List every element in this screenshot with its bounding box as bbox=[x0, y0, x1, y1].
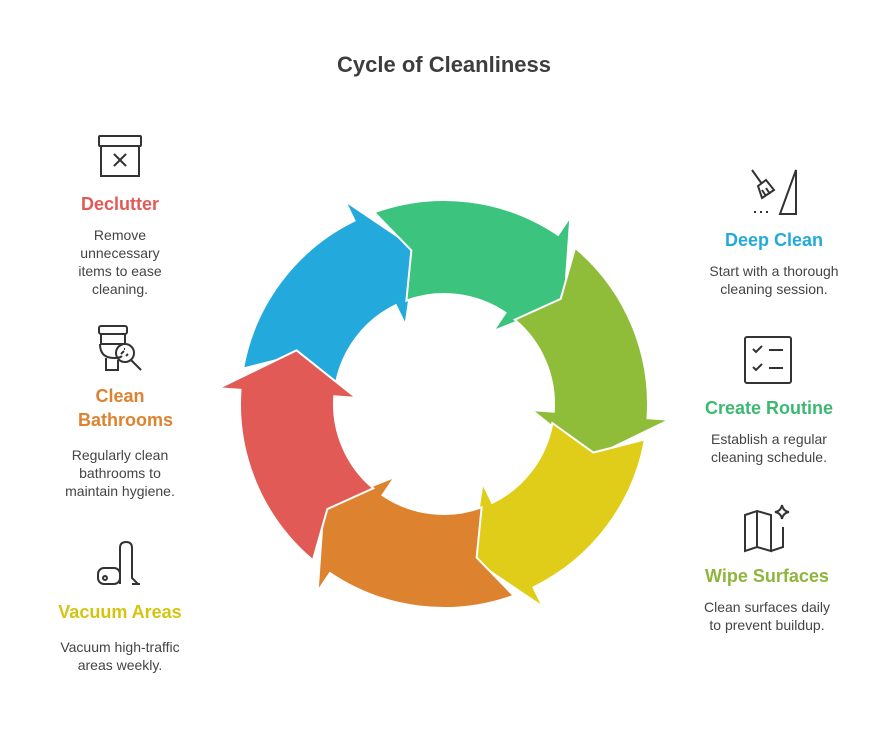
checklist-icon bbox=[744, 336, 792, 384]
vacuum-areas-desc: Vacuum high-traffic areas weekly. bbox=[60, 639, 180, 673]
toilet-icon bbox=[98, 325, 142, 371]
clean-bathrooms-label: Clean Bathrooms bbox=[78, 386, 174, 430]
step-wipe-surfaces: Wipe Surfaces Clean surfaces daily to pr… bbox=[690, 564, 844, 634]
step-declutter: Declutter Remove unnecessary items to ea… bbox=[40, 192, 200, 298]
step-deep-clean: Deep Clean Start with a thorough cleanin… bbox=[690, 228, 858, 298]
cycle-arrow-clean-bathrooms bbox=[316, 474, 516, 609]
wipe-surfaces-label: Wipe Surfaces bbox=[705, 566, 829, 586]
cycle-arrow-create-routine bbox=[372, 199, 572, 334]
declutter-desc: Remove unnecessary items to ease cleanin… bbox=[78, 227, 162, 297]
cycle-arrow-wipe-surfaces bbox=[512, 245, 674, 459]
wipe-surfaces-desc: Clean surfaces daily to prevent buildup. bbox=[703, 599, 831, 633]
create-routine-label: Create Routine bbox=[704, 398, 834, 418]
clean-bathrooms-desc: Regularly clean bathrooms to maintain hy… bbox=[65, 447, 175, 499]
diagram-title: Cycle of Cleanliness bbox=[337, 52, 551, 77]
cycle-arrow-declutter bbox=[214, 349, 376, 563]
step-create-routine: Create Routine Establish a regular clean… bbox=[690, 396, 848, 466]
sparkle-map-icon bbox=[744, 504, 790, 553]
deep-clean-desc: Start with a thorough cleaning session. bbox=[709, 263, 839, 297]
broom-icon bbox=[751, 169, 797, 215]
declutter-label: Declutter bbox=[80, 194, 160, 214]
step-vacuum-areas: Vacuum Areas Vacuum high-traffic areas w… bbox=[40, 600, 200, 674]
vacuum-icon bbox=[97, 540, 140, 585]
cycle-arrow-vacuum-areas bbox=[470, 421, 647, 611]
box-x-icon bbox=[98, 135, 142, 177]
deep-clean-label: Deep Clean bbox=[724, 230, 824, 250]
cycle-arrow-deep-clean bbox=[241, 197, 418, 387]
step-clean-bathrooms: Clean Bathrooms Regularly clean bathroom… bbox=[40, 384, 200, 500]
vacuum-areas-label: Vacuum Areas bbox=[58, 602, 182, 622]
create-routine-desc: Establish a regular cleaning schedule. bbox=[711, 431, 827, 465]
